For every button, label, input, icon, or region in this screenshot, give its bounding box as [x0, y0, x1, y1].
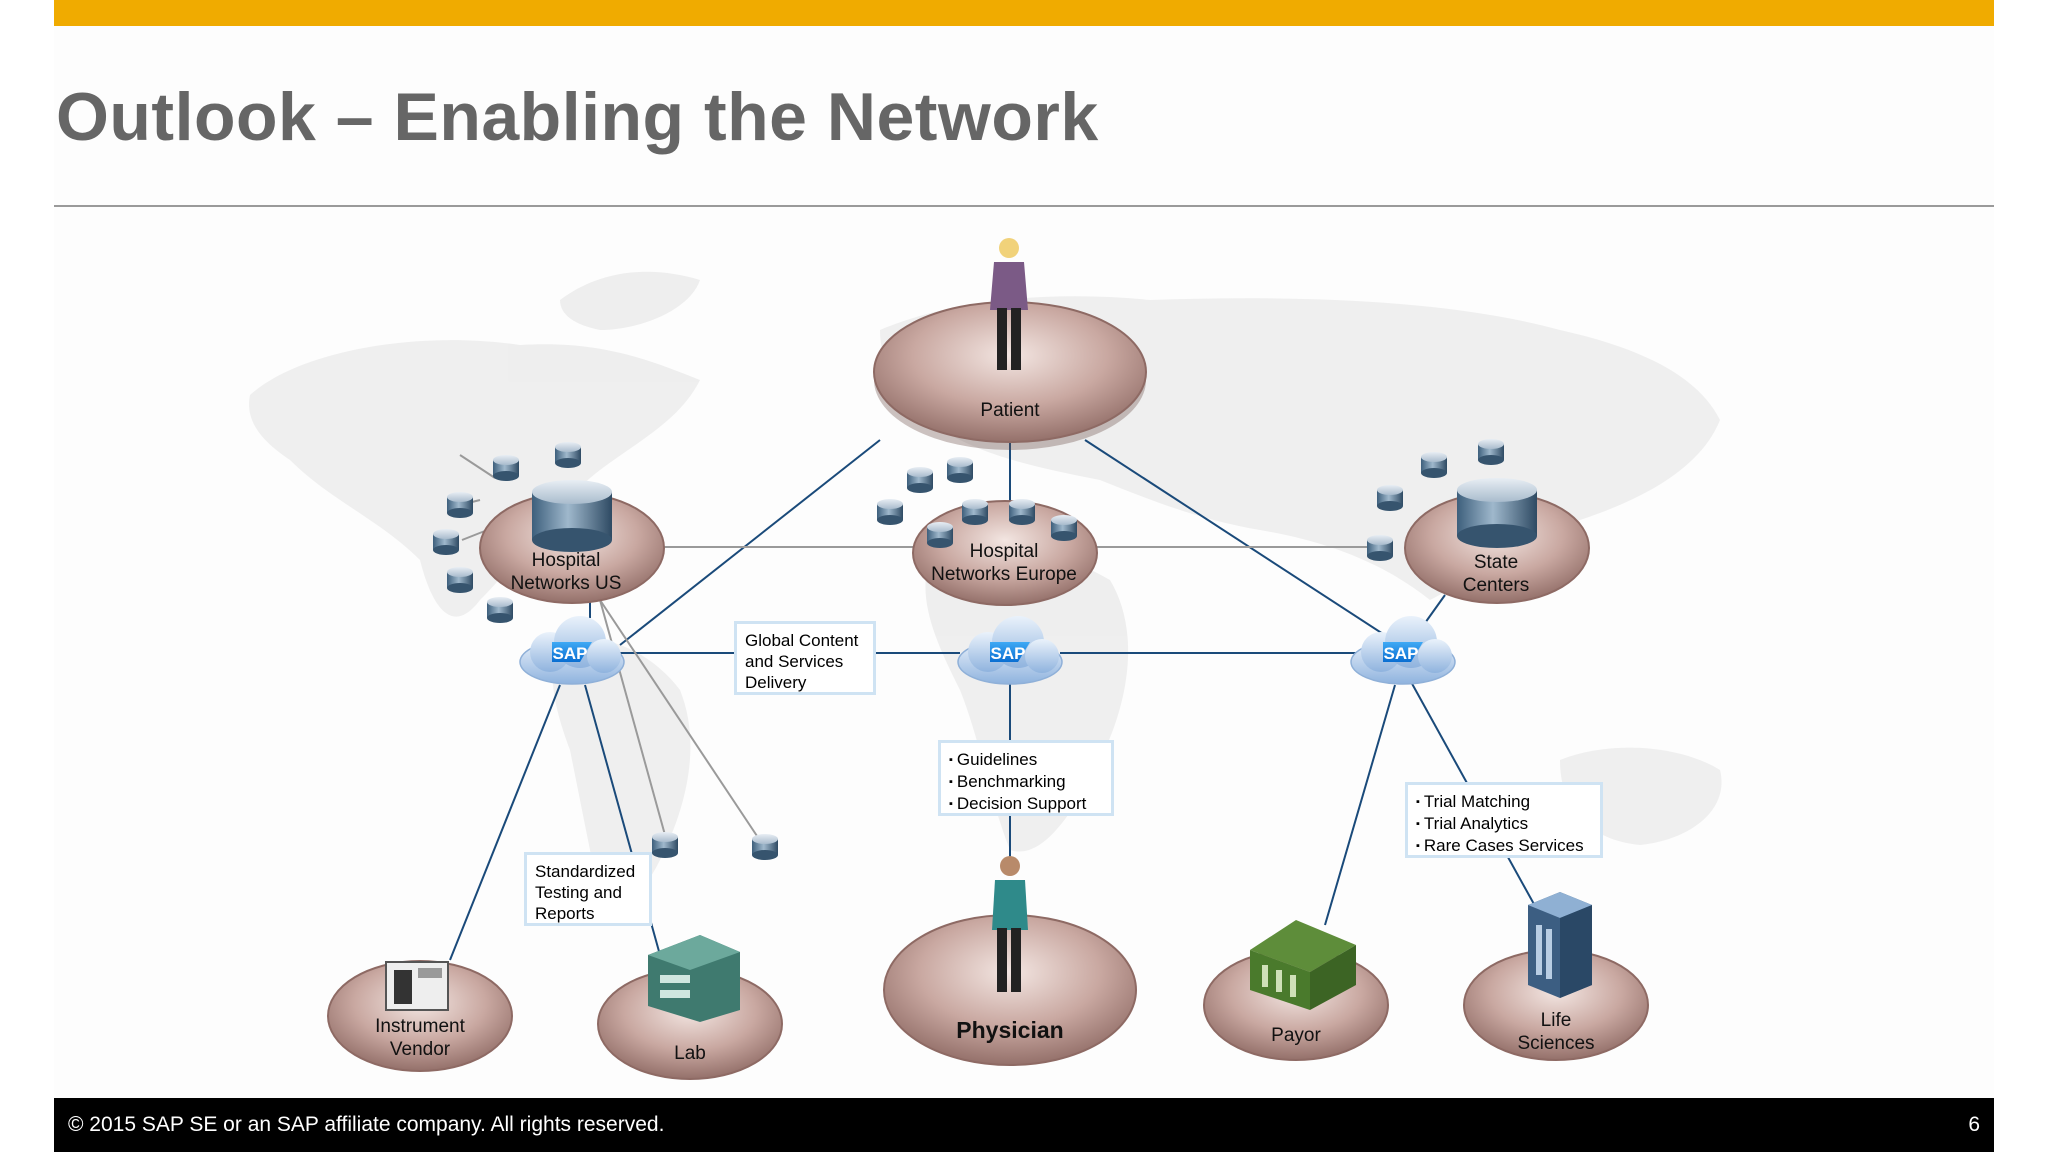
- callout-line: Reports: [535, 904, 595, 923]
- patient-label: Patient: [980, 400, 1040, 421]
- patient-node: Patient: [873, 238, 1147, 450]
- payor-node: Payor: [1203, 920, 1389, 1061]
- hospital-us-label-line2: Networks US: [511, 573, 622, 594]
- state-centers-label-line1: State: [1474, 552, 1518, 573]
- small-database-icon: [877, 499, 903, 525]
- small-database-icon: [1051, 515, 1077, 541]
- hospital-us-label-line1: Hospital: [532, 550, 601, 571]
- callout-bullet: Guidelines: [949, 749, 1103, 771]
- footer-bar: © 2015 SAP SE or an SAP affiliate compan…: [54, 1098, 1994, 1152]
- copyright-text: © 2015 SAP SE or an SAP affiliate compan…: [68, 1113, 665, 1136]
- slide-title: Outlook – Enabling the Network: [56, 79, 1099, 155]
- callout-physician-services: Guidelines Benchmarking Decision Support: [938, 740, 1114, 816]
- small-database-icon: [1367, 535, 1393, 561]
- instrument-vendor-label-line1: Instrument: [375, 1016, 465, 1037]
- sap-cloud-state: SAP: [1350, 615, 1456, 685]
- small-database-icon: [493, 455, 519, 481]
- hospital-europe-label-line1: Hospital: [970, 541, 1039, 562]
- callout-line: Delivery: [745, 673, 807, 692]
- callout-bullet: Decision Support: [949, 793, 1103, 815]
- callout-line: Testing and: [535, 883, 622, 902]
- title-divider: [54, 205, 1994, 207]
- callout-bullet: Trial Analytics: [1416, 813, 1592, 835]
- sap-cloud-us: SAP: [519, 615, 625, 685]
- accent-bar: [54, 0, 1994, 26]
- callout-bullet: Benchmarking: [949, 771, 1103, 793]
- small-database-icon: [907, 467, 933, 493]
- callout-line: and Services: [745, 652, 844, 671]
- sap-logo-text: SAP: [1384, 644, 1419, 663]
- small-database-icon: [555, 442, 581, 468]
- small-database-icon: [1377, 485, 1403, 511]
- small-database-icon: [962, 499, 988, 525]
- small-database-icon: [752, 834, 778, 860]
- bank-building-icon: [1250, 920, 1356, 1010]
- small-database-icon: [927, 522, 953, 548]
- hospital-networks-europe-node: Hospital Networks Europe: [877, 457, 1098, 606]
- callout-lab-services: Standardized Testing and Reports: [524, 852, 652, 926]
- callout-bullet: Trial Matching: [1416, 791, 1592, 813]
- state-centers-label-line2: Centers: [1463, 575, 1530, 596]
- instrument-vendor-label-line2: Vendor: [390, 1039, 451, 1060]
- physician-label: Physician: [956, 1017, 1063, 1043]
- sap-logo-text: SAP: [991, 644, 1026, 663]
- small-database-icon: [652, 832, 678, 858]
- life-sciences-node: Life Sciences: [1463, 892, 1649, 1061]
- small-database-icon: [433, 529, 459, 555]
- sap-logo-text: SAP: [553, 644, 588, 663]
- hospital-europe-label-line2: Networks Europe: [931, 564, 1077, 585]
- lab-label: Lab: [674, 1043, 706, 1064]
- patient-figure-icon: [990, 238, 1028, 370]
- page-number: 6: [1968, 1113, 1980, 1136]
- sap-cloud-europe: SAP: [957, 615, 1063, 685]
- small-database-icon: [447, 567, 473, 593]
- database-icon: [532, 480, 612, 552]
- small-database-icon: [947, 457, 973, 483]
- lab-building-icon: [648, 935, 740, 1022]
- payor-label: Payor: [1271, 1025, 1321, 1046]
- callout-line: Standardized: [535, 862, 636, 881]
- life-sciences-label-line1: Life: [1541, 1010, 1572, 1031]
- life-sciences-label-line2: Sciences: [1517, 1033, 1594, 1054]
- small-database-icon: [1421, 452, 1447, 478]
- instrument-icon: [385, 961, 449, 1011]
- small-database-icon: [1478, 439, 1504, 465]
- hospital-networks-us-node: Hospital Networks US: [433, 442, 665, 623]
- instrument-vendor-node: Instrument Vendor: [327, 960, 513, 1072]
- small-database-icon: [447, 492, 473, 518]
- lab-node: Lab: [597, 935, 783, 1080]
- physician-node: Physician: [883, 856, 1137, 1066]
- physician-figure-icon: [992, 856, 1028, 992]
- small-database-icon: [487, 597, 513, 623]
- small-database-icon: [1009, 499, 1035, 525]
- office-tower-icon: [1528, 892, 1592, 998]
- callout-global-content: Global Content and Services Delivery: [734, 621, 876, 695]
- callout-trial-services: Trial Matching Trial Analytics Rare Case…: [1405, 782, 1603, 858]
- callout-line: Global Content: [745, 631, 859, 650]
- callout-bullet: Rare Cases Services: [1416, 835, 1592, 857]
- state-centers-node: State Centers: [1367, 439, 1590, 604]
- database-icon: [1457, 478, 1537, 548]
